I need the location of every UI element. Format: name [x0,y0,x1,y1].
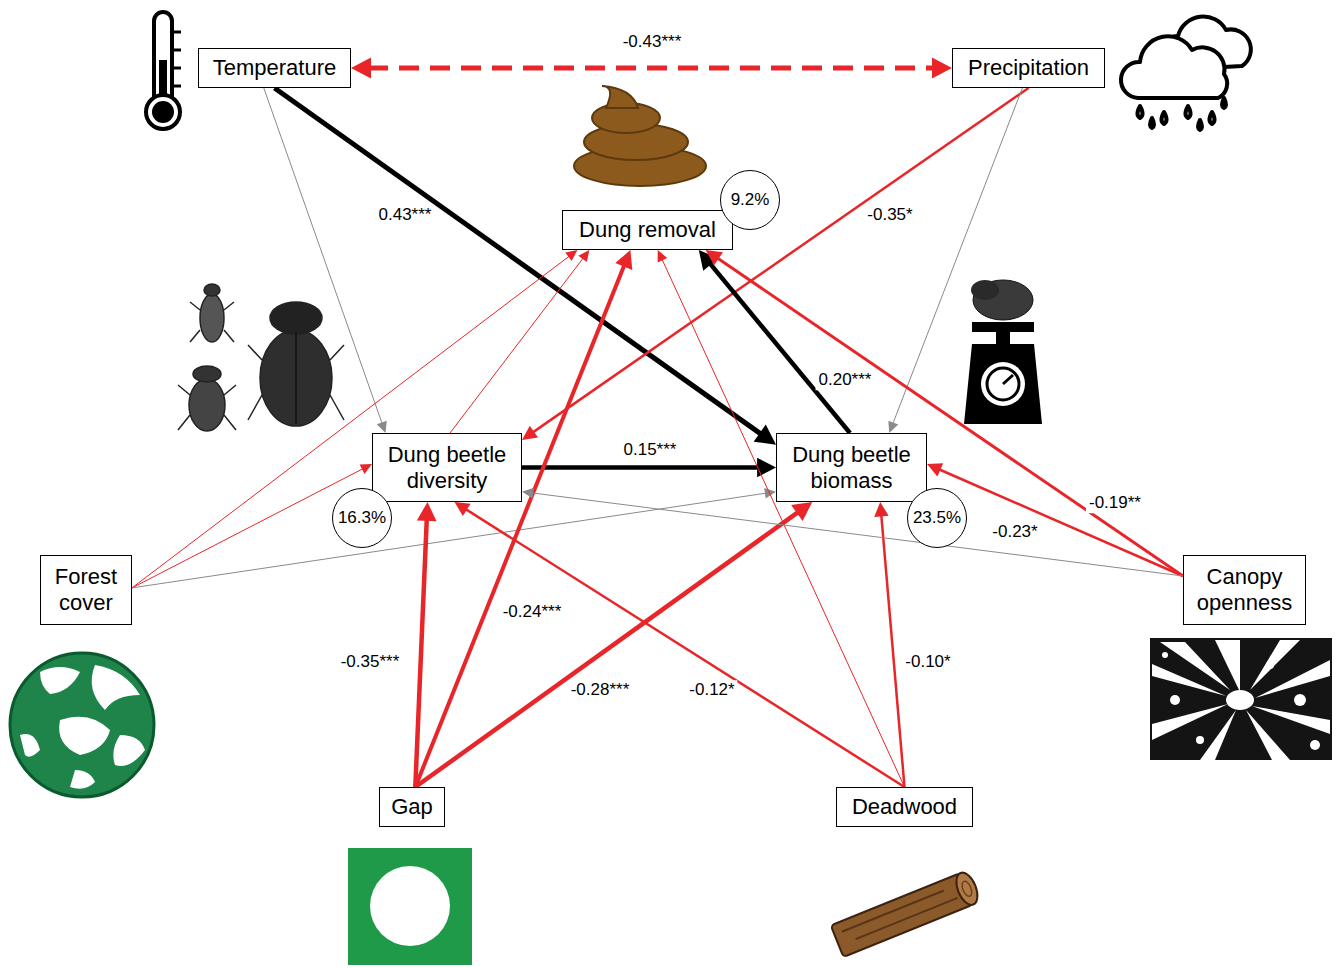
arrowhead [578,250,589,262]
arrowhead [754,425,776,445]
node-text: Precipitation [968,55,1089,81]
node-text: Dung beetle diversity [381,442,513,494]
path-arrow [532,88,1028,433]
r2-circle: 16.3% [332,488,392,548]
node-text: Gap [391,794,433,820]
arrowhead [417,502,437,521]
path-coefficient: 0.15*** [621,440,680,460]
path-coefficient: -0.23* [989,522,1040,542]
path-arrow [132,493,767,588]
path-arrow [717,257,1183,576]
path-arrow [415,264,624,787]
deadwood-log-icon [831,870,982,957]
path-arrow [662,259,905,787]
path-arrow [132,256,570,588]
rain-cloud-icon [1121,16,1251,130]
node-text: 9.2% [731,191,770,210]
gap-icon [348,848,472,965]
arrowhead [565,250,577,261]
node-text: Dung beetle biomass [785,442,918,494]
node-text: Forest cover [49,564,123,616]
variable-box: Canopy openness [1183,555,1306,625]
variable-box: Forest cover [40,555,132,625]
thermometer-icon [146,12,181,129]
path-arrow [522,465,760,470]
arrowhead [377,421,387,433]
arrowhead [874,502,888,517]
arrowhead [455,502,471,516]
node-text: Deadwood [852,794,957,820]
arrowhead [351,58,371,79]
beetle-icons [178,284,344,431]
node-text: 23.5% [913,509,961,528]
path-arrow [415,511,799,787]
path-coefficient: -0.12* [686,680,737,700]
canopy-photo [1150,638,1332,760]
path-arrow [881,514,904,787]
variable-box: Precipitation [952,48,1105,88]
node-text: Temperature [213,55,337,81]
path-coefficient: -0.35*** [338,652,403,672]
arrowhead [932,58,952,79]
path-coefficient: 0.20*** [816,370,875,390]
dung-icon [574,86,706,186]
path-coefficient: 0.43*** [376,205,435,225]
r2-circle: 23.5% [907,488,967,548]
path-coefficient: -0.43*** [620,32,685,52]
arrowhead [615,250,632,270]
arrowhead [927,463,943,476]
arrowhead [888,421,898,433]
variable-box: Dung beetle diversity [372,433,522,502]
r2-circle: 9.2% [720,170,780,230]
path-arrow [415,518,427,787]
arrowhead [522,426,538,440]
path-coefficient: -0.24*** [500,602,565,622]
arrowhead [658,250,668,262]
node-text: Canopy openness [1192,564,1297,616]
path-arrow [132,468,364,587]
path-arrow [368,66,935,71]
variable-box: Deadwood [836,787,973,827]
path-arrow [450,258,584,433]
variable-box: Dung beetle biomass [776,433,927,502]
path-coefficient: -0.19** [1086,493,1144,513]
path-coefficient: -0.35* [864,205,915,225]
path-arrow [264,88,383,424]
node-text: Dung removal [579,217,716,243]
scale-icon [964,280,1042,424]
path-arrow [275,88,763,435]
node-text: 16.3% [338,509,386,528]
path-arrow [465,509,905,787]
variable-box: Gap [379,787,445,827]
arrowhead [522,488,534,499]
path-coefficient: -0.10* [902,652,953,672]
arrowhead [706,250,723,265]
path-coefficient: -0.28*** [568,680,633,700]
arrowhead [791,502,812,521]
path-arrow [531,493,1183,576]
arrowhead [360,464,372,474]
path-arrow [893,88,1023,424]
variable-box: Temperature [198,48,351,88]
forest-globe-icon [10,653,154,797]
variable-box: Dung removal [562,210,733,250]
arrowhead [757,458,776,478]
